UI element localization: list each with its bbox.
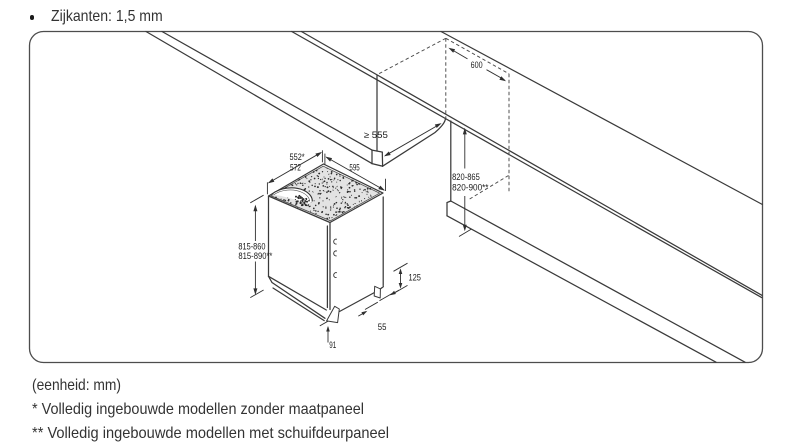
svg-text:815-860: 815-860 [238, 242, 265, 252]
svg-text:815-890**: 815-890** [238, 250, 273, 261]
svg-text:572: 572 [290, 162, 301, 172]
svg-text:125: 125 [409, 273, 422, 283]
svg-text:820-865: 820-865 [452, 171, 480, 182]
svg-text:≥ 555: ≥ 555 [364, 129, 388, 140]
svg-text:55: 55 [378, 321, 387, 332]
svg-text:820-900**: 820-900** [452, 182, 489, 192]
svg-text:600: 600 [471, 60, 483, 70]
svg-text:91: 91 [329, 340, 336, 350]
svg-text:595: 595 [349, 162, 359, 172]
svg-text:552*: 552* [290, 152, 306, 162]
